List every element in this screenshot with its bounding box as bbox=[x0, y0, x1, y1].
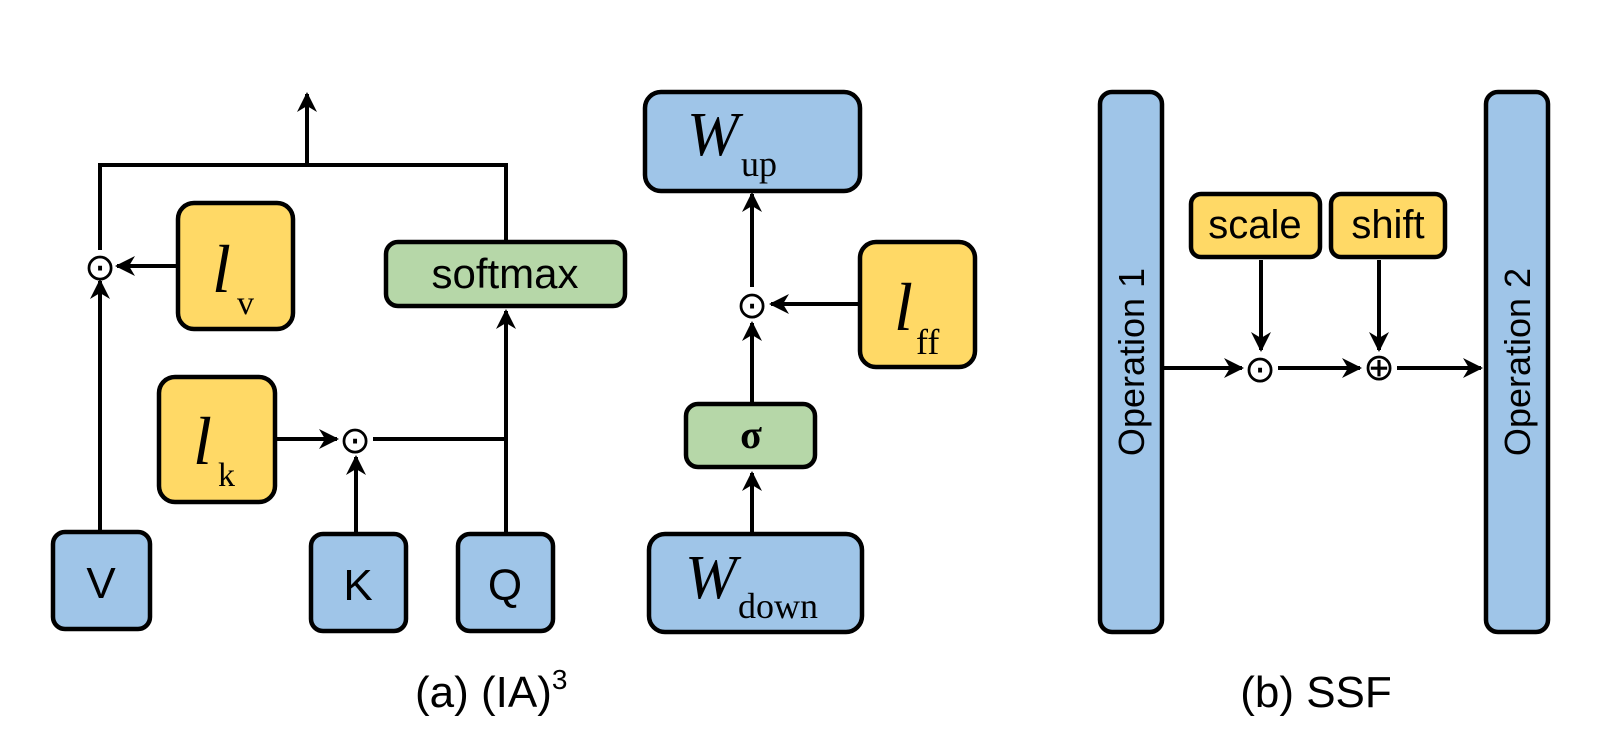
wdown-subscript: down bbox=[738, 586, 818, 626]
lv-box: l v bbox=[175, 200, 296, 332]
lk-subscript: k bbox=[218, 457, 235, 494]
scale-box: scale bbox=[1188, 191, 1323, 260]
operation-2-box: Operation 2 bbox=[1483, 89, 1551, 635]
ia3-caption: (a) (IA)3 bbox=[415, 664, 567, 717]
wup-box: W up bbox=[642, 89, 863, 194]
v-label: V bbox=[86, 559, 116, 608]
hadamard-operator-v: ⊙ bbox=[84, 245, 116, 289]
lk-label: l bbox=[193, 403, 212, 479]
wup-label: W bbox=[687, 101, 744, 169]
lv-label: l bbox=[212, 231, 231, 307]
hadamard-operator-k: ⊙ bbox=[339, 418, 371, 462]
wup-subscript: up bbox=[741, 144, 777, 184]
k-box: K bbox=[308, 531, 409, 634]
lff-subscript: ff bbox=[916, 322, 939, 362]
wdown-box: W down bbox=[646, 531, 865, 635]
q-label: Q bbox=[488, 561, 522, 610]
v-box: V bbox=[50, 529, 153, 632]
q-box: Q bbox=[455, 531, 556, 634]
hadamard-operator-ssf: ⊙ bbox=[1244, 347, 1276, 391]
lv-subscript: v bbox=[237, 285, 254, 322]
k-label: K bbox=[343, 561, 372, 610]
ia3-ffn-diagram: W up l ff σ W down ⊙ (a) (IA)3 bbox=[415, 89, 978, 717]
ssf-caption: (b) SSF bbox=[1240, 668, 1392, 717]
operation-1-box: Operation 1 bbox=[1097, 89, 1165, 635]
ia3-attention-diagram: V K Q softmax l v l k ⊙ ⊙ bbox=[50, 92, 628, 634]
sigma-label: σ bbox=[740, 412, 762, 457]
lk-box: l k bbox=[156, 374, 278, 505]
operation-2-label: Operation 2 bbox=[1497, 268, 1538, 456]
add-operator-ssf: ⊕ bbox=[1363, 345, 1395, 389]
operation-1-label: Operation 1 bbox=[1111, 268, 1152, 456]
hadamard-operator-ffn: ⊙ bbox=[736, 283, 768, 327]
scale-label: scale bbox=[1208, 203, 1301, 247]
wdown-label: W bbox=[685, 544, 742, 612]
sigma-box: σ bbox=[683, 401, 818, 470]
lff-label: l bbox=[894, 269, 913, 345]
shift-box: shift bbox=[1328, 191, 1448, 260]
lff-box: l ff bbox=[857, 239, 978, 370]
softmax-box: softmax bbox=[383, 239, 628, 309]
shift-label: shift bbox=[1351, 203, 1424, 247]
softmax-label: softmax bbox=[431, 250, 578, 297]
odot-to-top-line bbox=[98, 163, 508, 250]
ssf-diagram: Operation 1 Operation 2 scale shift ⊙ ⊕ … bbox=[1097, 89, 1551, 717]
